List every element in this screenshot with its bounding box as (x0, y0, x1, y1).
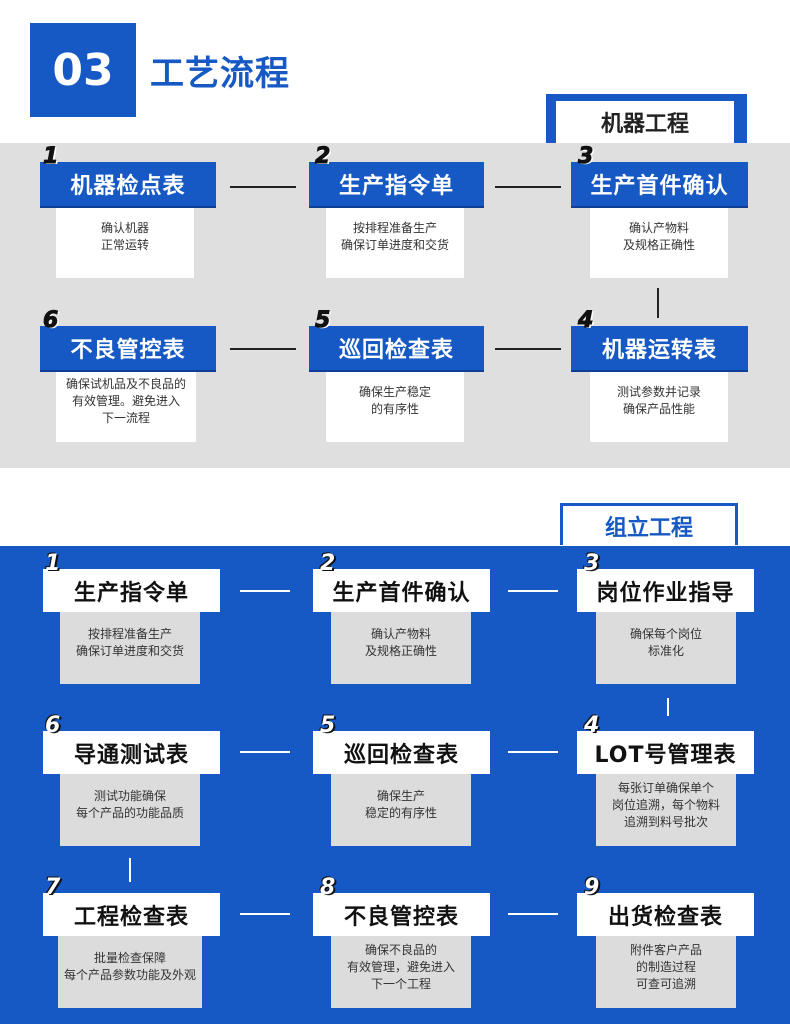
step-number: 2 (320, 551, 336, 576)
step-description: 确认产物料 及规格正确性 (590, 196, 728, 278)
step-number: 9 (584, 875, 600, 900)
step-number: 6 (42, 308, 59, 333)
connector-line (508, 913, 558, 915)
connector-line (230, 348, 296, 350)
step-description: 确保不良品的 有效管理，避免进入 下一个工程 (331, 926, 471, 1008)
step-description: 按排程准备生产 确保订单进度和交货 (326, 196, 464, 278)
step-title: 生产指令单 (43, 569, 220, 612)
step-description: 确保每个岗位 标准化 (596, 602, 736, 684)
page-title: 工艺流程 (150, 54, 290, 94)
connector-line (508, 751, 558, 753)
step-title: LOT号管理表 (577, 731, 754, 774)
connector-line (667, 698, 669, 716)
step-title: 生产指令单 (309, 162, 484, 206)
step-description: 确保生产稳定 的有序性 (326, 360, 464, 442)
step-number: 5 (314, 308, 331, 333)
connector-line (240, 913, 290, 915)
connector-line (230, 186, 296, 188)
section-number-badge: 03 (30, 23, 136, 117)
step-title: 不良管控表 (313, 893, 490, 936)
step-number: 1 (42, 144, 59, 169)
step-number: 4 (584, 713, 600, 738)
machine-process-tab-label: 机器工程 (556, 101, 734, 143)
step-number: 3 (577, 144, 594, 169)
connector-line (240, 751, 290, 753)
step-description: 确认机器 正常运转 (56, 196, 194, 278)
step-description: 按排程准备生产 确保订单进度和交货 (60, 602, 200, 684)
step-title: 导通测试表 (43, 731, 220, 774)
step-title: 生产首件确认 (571, 162, 748, 206)
step-number: 1 (45, 551, 61, 576)
step-description: 测试功能确保 每个产品的功能品质 (60, 764, 200, 846)
step-title: 机器运转表 (571, 326, 748, 370)
step-title: 岗位作业指导 (577, 569, 754, 612)
connector-line (495, 186, 561, 188)
step-number: 2 (314, 144, 331, 169)
connector-line (508, 590, 558, 592)
step-description: 确保试机品及不良品的 有效管理。避免进入 下一流程 (56, 360, 196, 442)
step-title: 机器检点表 (40, 162, 216, 206)
connector-line (240, 590, 290, 592)
step-description: 批量检查保障 每个产品参数功能及外观 (58, 926, 202, 1008)
step-number: 3 (584, 551, 600, 576)
step-number: 7 (45, 875, 61, 900)
step-description: 附件客户产品 的制造过程 可查可追溯 (596, 926, 736, 1008)
connector-line (129, 858, 131, 882)
step-number: 6 (45, 713, 61, 738)
step-description: 确保生产 稳定的有序性 (331, 764, 471, 846)
step-description: 测试参数并记录 确保产品性能 (590, 360, 728, 442)
step-description: 确认产物料 及规格正确性 (331, 602, 471, 684)
step-title: 巡回检查表 (313, 731, 490, 774)
connector-line (495, 348, 561, 350)
step-number: 4 (577, 308, 594, 333)
step-title: 出货检查表 (577, 893, 754, 936)
connector-line (657, 288, 659, 318)
step-title: 生产首件确认 (313, 569, 490, 612)
step-title: 巡回检查表 (309, 326, 484, 370)
step-title: 不良管控表 (40, 326, 216, 370)
step-description: 每张订单确保单个 岗位追溯，每个物料 追溯到料号批次 (596, 764, 736, 846)
assembly-process-tab-label: 组立工程 (560, 503, 738, 545)
step-number: 8 (320, 875, 336, 900)
step-number: 5 (320, 713, 336, 738)
step-title: 工程检查表 (43, 893, 220, 936)
